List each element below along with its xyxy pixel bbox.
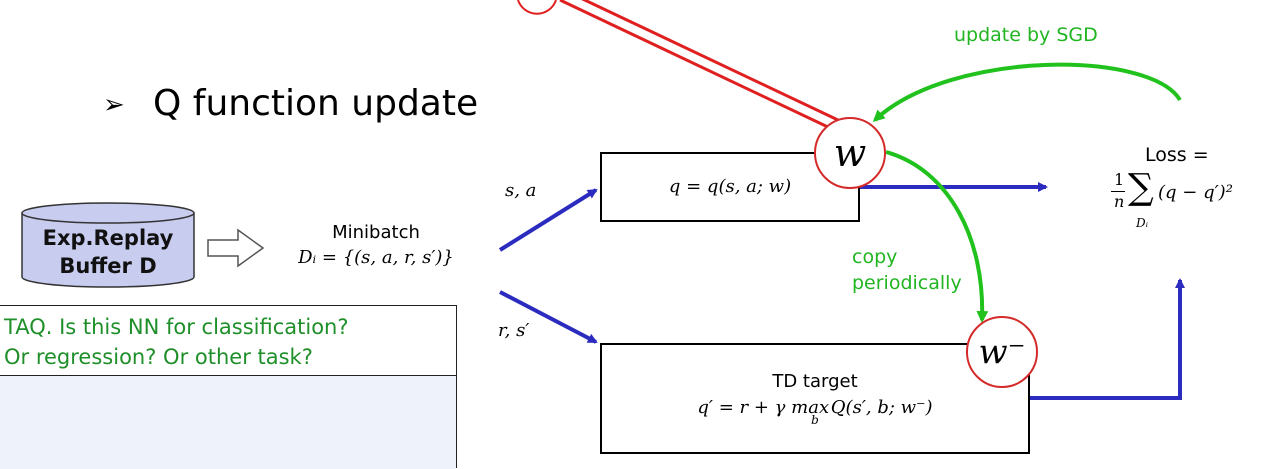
- target-weight-node: w⁻: [966, 316, 1038, 388]
- sgd-annotation: update by SGD: [954, 24, 1098, 46]
- loss-fraction-bar: [1111, 191, 1125, 192]
- buffer-cylinder-top: [21, 202, 195, 224]
- loss-label: Loss =: [1145, 144, 1209, 166]
- red-line-outer: [559, 0, 831, 130]
- section-title: Q function update: [153, 83, 479, 124]
- loss-sum-sub: Dᵢ: [1136, 216, 1149, 230]
- online-weight-node: w: [814, 117, 886, 189]
- loss-formula: 1 n ∑ Dᵢ (q − q′)²: [1108, 167, 1258, 240]
- copy-annotation-line2: periodically: [852, 272, 962, 294]
- taq-line1: TAQ. Is this NN for classification?: [4, 315, 349, 339]
- copy-annotation: copy periodically: [852, 244, 962, 296]
- target-weight-label: w⁻: [978, 332, 1026, 372]
- taq-question-area: TAQ. Is this NN for classification? Or r…: [0, 306, 456, 376]
- online-network-formula: q = q(s, a; w): [668, 176, 792, 197]
- input-label-sa: s, a: [505, 180, 537, 201]
- loss-expr: (q − q′)²: [1158, 182, 1233, 203]
- buffer-label-line2: Buffer D: [59, 254, 157, 278]
- target-formula-left: q′ = r + γ max: [697, 397, 830, 418]
- online-weight-label: w: [833, 131, 867, 175]
- taq-line2: Or regression? Or other task?: [4, 345, 313, 369]
- arrow-rs-to-target: [499, 290, 598, 344]
- bullet-arrow-icon: ➢: [103, 90, 125, 120]
- arrow-sgd-update: [872, 62, 1182, 123]
- arrow-target-to-loss: [1030, 278, 1185, 400]
- copy-annotation-line1: copy: [852, 246, 898, 268]
- buffer-label: Exp.Replay Buffer D: [22, 224, 194, 280]
- target-formula-sub: b: [811, 412, 819, 427]
- arrow-copy-periodically: [885, 150, 989, 323]
- target-network-formula: q′ = r + γ maxb Q(s′, b; w⁻): [602, 397, 1028, 427]
- loss-sum-sign: ∑: [1128, 167, 1154, 208]
- minibatch-label: Minibatch: [332, 222, 420, 243]
- target-network-title: TD target: [772, 371, 858, 392]
- target-formula-right: Q(s′, b; w⁻): [830, 397, 933, 418]
- arrow-sa-to-online: [498, 188, 598, 252]
- taq-panel: TAQ. Is this NN for classification? Or r…: [0, 305, 457, 469]
- red-line-inner: [581, 0, 839, 122]
- input-label-rs: r, s′: [498, 320, 530, 341]
- minibatch-formula: Dᵢ = {(s, a, r, s′)}: [298, 247, 454, 268]
- buffer-cylinder-body: [21, 213, 195, 288]
- loss-fraction-denom: n: [1114, 192, 1125, 211]
- taq-answer-area[interactable]: [0, 376, 456, 469]
- arrow-buffer-to-minibatch: [207, 228, 265, 268]
- target-network-box: TD target q′ = r + γ maxb Q(s′, b; w⁻): [600, 343, 1030, 454]
- red-circle-fragment: [517, 0, 557, 15]
- loss-fraction-numer: 1: [1114, 170, 1125, 189]
- buffer-label-line1: Exp.Replay: [42, 226, 174, 250]
